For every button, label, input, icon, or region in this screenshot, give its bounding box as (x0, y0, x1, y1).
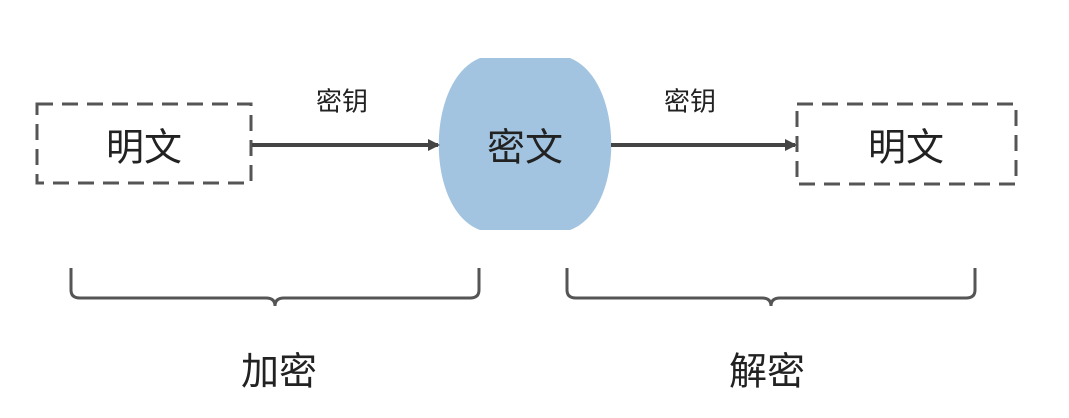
key-right-label: 密钥 (663, 87, 717, 118)
ciphertext-node (438, 58, 612, 230)
decrypt-brace (565, 268, 977, 307)
encrypt-label: 加密 (240, 349, 318, 394)
key-left-label: 密钥 (315, 87, 369, 118)
decrypt-label: 解密 (728, 349, 806, 394)
plaintext-right-label: 明文 (867, 125, 945, 170)
ciphertext-label: 密文 (486, 125, 564, 170)
encrypt-brace (69, 268, 481, 307)
plaintext-right-box (795, 102, 1018, 186)
plaintext-left-label: 明文 (105, 125, 183, 170)
plaintext-left-box (35, 102, 253, 185)
